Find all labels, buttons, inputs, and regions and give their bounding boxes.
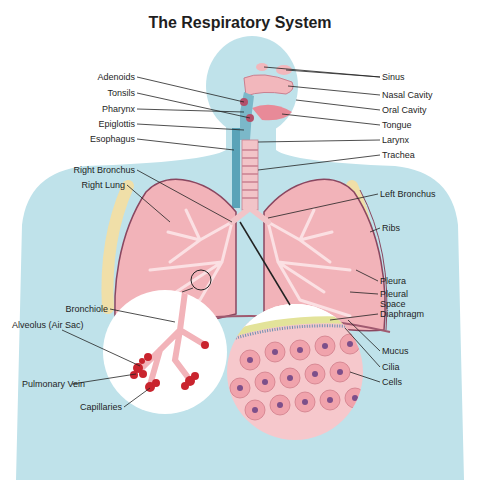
trachea-rings: [242, 150, 258, 198]
part-label: Tongue: [382, 120, 412, 130]
part-label: Mucus: [382, 346, 409, 356]
cell-bodies: [230, 334, 365, 420]
part-label: Sinus: [382, 72, 405, 82]
part-label: Nasal Cavity: [382, 90, 433, 100]
part-label: Oral Cavity: [382, 105, 427, 115]
tongue: [252, 105, 292, 121]
zoom-line: [182, 288, 193, 292]
part-label: Diaphragm: [380, 309, 424, 319]
head: [206, 36, 298, 136]
part-label: Pharynx: [102, 104, 135, 114]
diagram-title: The Respiratory System: [0, 14, 480, 32]
mucus-layer: [225, 320, 368, 336]
part-label: Tonsils: [107, 88, 135, 98]
part-label: Pleural Space: [380, 289, 424, 309]
part-label: Bronchiole: [65, 304, 108, 314]
part-label: Esophagus: [90, 134, 135, 144]
esophagus: [232, 128, 240, 208]
trachea-tube: [242, 140, 258, 210]
alveoli-inset: [103, 288, 227, 414]
part-label: Ribs: [382, 223, 400, 233]
alveolus-clusters: [130, 341, 209, 392]
upper-airway: [232, 63, 293, 208]
part-label: Cells: [382, 377, 402, 387]
part-label: Larynx: [382, 135, 409, 145]
nasal-cavity: [244, 75, 293, 96]
part-label: Pulmonary Vein: [22, 379, 85, 389]
part-label: Pleura: [380, 276, 406, 286]
zoom-line: [240, 222, 290, 305]
part-label: Alveolus (Air Sac): [12, 320, 84, 330]
leader-lines: [62, 67, 380, 407]
bronchiole-branches: [140, 292, 205, 385]
zoom-circle: [191, 270, 211, 290]
part-label: Right Bronchus: [73, 165, 135, 175]
trachea: [242, 140, 258, 210]
part-label: Capillaries: [80, 402, 122, 412]
body-silhouette: [16, 36, 464, 480]
part-label: Trachea: [382, 150, 415, 160]
left-bronchial-tree: [250, 208, 350, 316]
part-label: Adenoids: [97, 72, 135, 82]
main-bronchi: [232, 208, 268, 222]
part-label: Right Lung: [81, 180, 125, 190]
part-label: Epiglottis: [98, 119, 135, 129]
part-label: Left Bronchus: [380, 189, 436, 199]
inset-circle: [103, 290, 227, 414]
part-label: Cilia: [382, 362, 400, 372]
cell-nuclei: [237, 341, 358, 413]
